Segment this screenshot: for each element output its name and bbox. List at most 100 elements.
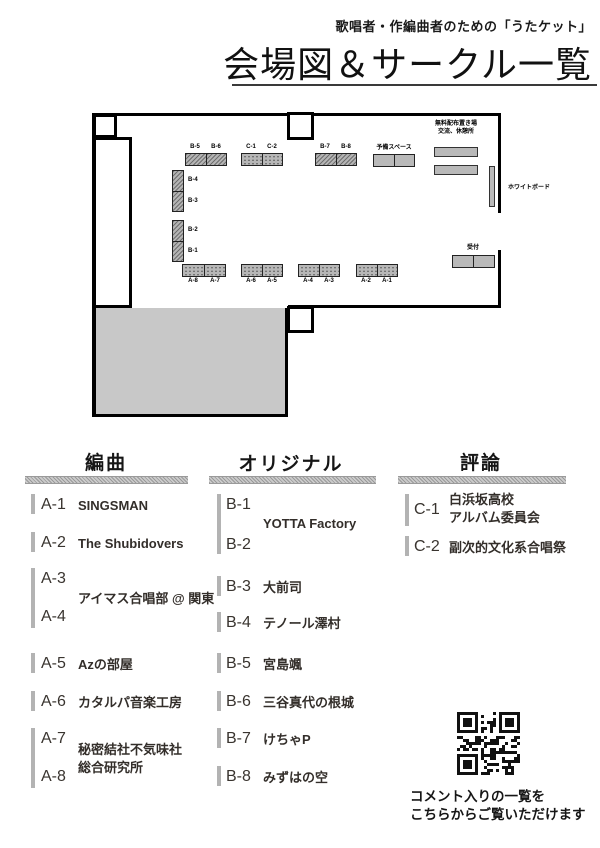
wall-right-upper	[498, 113, 501, 213]
booth-label-c1: C-1	[246, 144, 256, 150]
booth-label-a7: A-7	[210, 278, 220, 284]
page-title: 会場図＆サークル一覧	[223, 44, 592, 85]
booth-label-b8: B-8	[341, 144, 351, 150]
title-underline	[232, 84, 597, 86]
circle-name-a7-a8-line1: 秘密結社不気味社	[78, 742, 183, 757]
booth-label-a1: A-1	[382, 278, 392, 284]
booth-label-b7: B-7	[320, 144, 330, 150]
item-accent-bar	[405, 536, 409, 556]
booth-code-b8: B-8	[226, 768, 251, 785]
booth-label-a3: A-3	[324, 278, 334, 284]
booth-b6	[205, 154, 226, 165]
door-top-left	[93, 114, 117, 138]
booth-label-b5: B-5	[190, 144, 200, 150]
circle-name-a1: SINGSMAN	[78, 498, 149, 513]
booth-code-c2: C-2	[414, 538, 440, 555]
booth-a8	[183, 265, 204, 276]
item-accent-bar	[217, 691, 221, 711]
booth-label-a2: A-2	[361, 278, 371, 284]
booth-a4	[299, 265, 319, 276]
item-accent-bar	[405, 494, 409, 526]
circle-name-b4: テノール澤村	[263, 616, 341, 631]
free-area-label-line2: 交流、休憩所	[437, 129, 475, 135]
booth-label-b6: B-6	[211, 144, 221, 150]
booth-b2	[173, 221, 183, 241]
booth-code-a3: A-3	[41, 570, 66, 587]
column-title-arrange: 編曲	[84, 453, 128, 474]
booth-code-a6: A-6	[41, 693, 66, 710]
column-divider-original	[209, 476, 376, 484]
item-accent-bar	[31, 653, 35, 673]
booth-a2	[357, 265, 377, 276]
reception-table-1	[453, 256, 473, 267]
whiteboard-label: ホワイトボード	[508, 185, 551, 191]
page-subtitle: 歌唱者・作編曲者のための「うたケット」	[335, 19, 592, 34]
booth-code-a2: A-2	[41, 534, 66, 551]
booth-a6	[242, 265, 262, 276]
booth-code-a1: A-1	[41, 496, 66, 513]
closed-area	[94, 308, 288, 417]
booth-code-b2: B-2	[226, 536, 251, 553]
reserve-table-2	[393, 155, 414, 166]
column-divider-critique	[398, 476, 566, 484]
booth-code-a4: A-4	[41, 608, 66, 625]
left-partition	[93, 137, 132, 308]
circle-name-a5: Azの部屋	[78, 657, 133, 672]
booth-code-a5: A-5	[41, 655, 66, 672]
column-title-critique: 評論	[459, 453, 503, 474]
reception-tables	[452, 255, 495, 268]
booth-a1	[376, 265, 397, 276]
booth-code-b3: B-3	[226, 578, 251, 595]
circle-name-b7: けちゃP	[263, 732, 311, 747]
booth-code-b1: B-1	[226, 496, 251, 513]
circle-name-c1-line1: 白浜坂高校	[449, 492, 515, 507]
booth-code-c1: C-1	[414, 501, 440, 518]
wall-right-lower	[498, 250, 501, 308]
qr-caption-line1: コメント入りの一覧を	[410, 789, 545, 804]
booth-code-b5: B-5	[226, 655, 251, 672]
booth-stack-b2-b1	[172, 220, 184, 262]
item-accent-bar	[31, 532, 35, 552]
reception-table-2	[473, 256, 494, 267]
wall-bottom	[288, 305, 500, 308]
booth-b4	[173, 171, 183, 191]
circle-name-c1-line2: アルバム委員会	[449, 510, 540, 525]
item-accent-bar	[217, 728, 221, 748]
booth-pair-a8-a7	[182, 264, 226, 277]
booth-label-a5: A-5	[267, 278, 277, 284]
booth-code-b6: B-6	[226, 693, 251, 710]
booth-label-b4: B-4	[188, 177, 198, 183]
booth-pair-b5-b6	[185, 153, 227, 166]
booth-c2	[261, 154, 282, 165]
booth-label-b3: B-3	[188, 198, 198, 204]
booth-a5	[261, 265, 282, 276]
booth-code-b7: B-7	[226, 730, 251, 747]
free-area-label-line1: 無料配布置き場	[434, 121, 478, 127]
item-accent-bar	[31, 494, 35, 514]
circle-name-b8: みずはの空	[263, 770, 329, 785]
circle-name-a6: カタルパ音楽工房	[78, 695, 183, 710]
reserve-space-label: 予備スペース	[376, 145, 412, 151]
free-area-table-2	[434, 165, 478, 175]
booth-code-a8: A-8	[41, 768, 66, 785]
circle-name-c2: 副次的文化系合唱祭	[449, 540, 567, 555]
qr-code	[457, 712, 520, 775]
column-title-original: オリジナル	[238, 454, 344, 475]
booth-label-a8: A-8	[188, 278, 198, 284]
item-accent-bar	[31, 568, 35, 628]
booth-a3	[318, 265, 339, 276]
booth-stack-b4-b3	[172, 170, 184, 212]
booth-b5	[186, 154, 206, 165]
booth-code-a7: A-7	[41, 730, 66, 747]
item-accent-bar	[31, 728, 35, 788]
booth-a7	[203, 265, 225, 276]
booth-pair-a6-a5	[241, 264, 283, 277]
door-bottom-middle	[287, 306, 314, 333]
item-accent-bar	[217, 766, 221, 786]
whiteboard	[489, 166, 495, 207]
item-accent-bar	[217, 494, 221, 554]
circle-name-a7-a8-line2: 総合研究所	[78, 760, 144, 775]
booth-label-b2: B-2	[188, 227, 198, 233]
circle-name-b1-b2: YOTTA Factory	[263, 516, 357, 531]
